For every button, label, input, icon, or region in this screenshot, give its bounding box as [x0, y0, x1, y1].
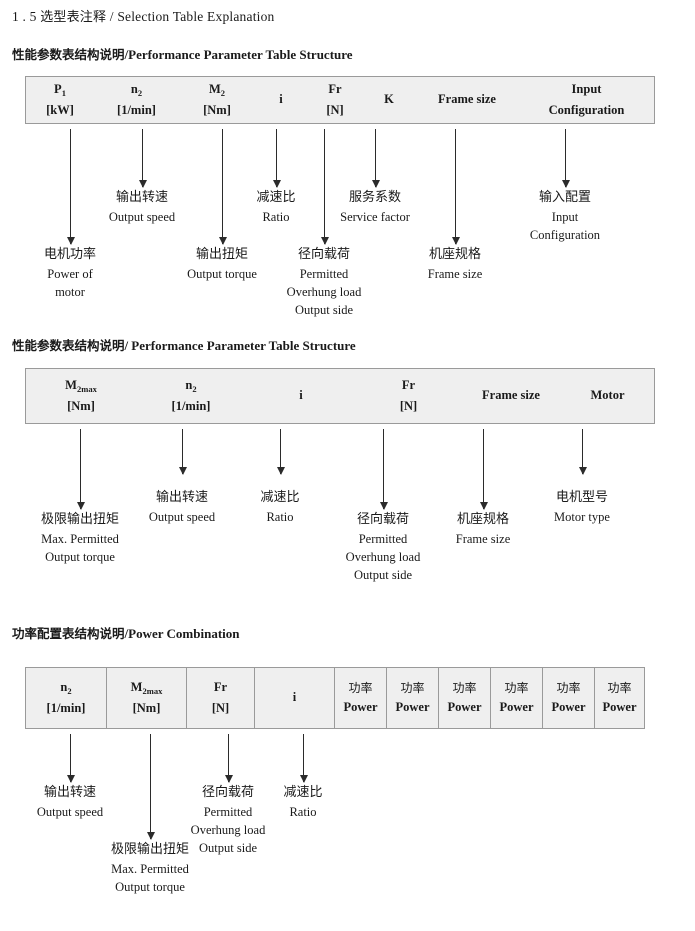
table1-col-i: i [279, 92, 283, 107]
arrow-table2-frame-size [483, 429, 484, 509]
page-title-cn: 选型表注释 [40, 10, 107, 25]
table3-col-power-3: 功率 Power [438, 668, 490, 728]
label-table2-frame-size: 机座规格 Frame size [455, 512, 511, 546]
label-table3-max-output-torque: 极限输出扭矩 Max. Permitted Output torque [110, 842, 190, 894]
section1-heading: 性能参数表结构说明/Performance Parameter Table St… [12, 44, 353, 63]
arrow-table3-output-speed [70, 734, 71, 782]
table3-col-power-2: 功率 Power [386, 668, 438, 728]
table2-col-fr: Fr [N] [399, 378, 418, 413]
arrow-table2-motor-type [582, 429, 583, 474]
table3-col-i: i [254, 668, 334, 728]
label-table2-output-speed: 输出转速 Output speed [148, 490, 216, 524]
label-table2-overhung-load: 径向载荷 Permitted Overhung load Output side [345, 512, 421, 583]
arrow-table1-power-of-motor [70, 129, 71, 244]
arrow-table2-max-output-torque [80, 429, 81, 509]
section2-heading-cn: 性能参数表结构说明 [12, 338, 125, 353]
label-table2-motor-type: 电机型号 Motor type [554, 490, 610, 524]
table2-col-n2: n2 [1/min] [171, 378, 211, 413]
arrow-table1-service-factor [375, 129, 376, 187]
table1-col-p1: P1 [kW] [46, 82, 74, 117]
performance-parameter-table-2: M2max [Nm] n2 [1/min] i Fr [N] Frame siz… [25, 368, 655, 424]
table1-col-input-configuration: Input Configuration [548, 82, 625, 117]
table2-col-motor: Motor [590, 388, 625, 403]
table1-col-frame-size: Frame size [438, 92, 496, 107]
table1-col-m2: M2 [Nm] [203, 82, 231, 117]
section3-heading-cn: 功率配置表结构说明 [12, 626, 125, 641]
table3-col-fr: Fr [N] [186, 668, 254, 728]
table2-col-frame-size: Frame size [482, 388, 540, 403]
label-table3-ratio: 减速比 Ratio [283, 785, 323, 819]
arrow-table1-ratio [276, 129, 277, 187]
section2-heading-en: Performance Parameter Table Structure [131, 338, 356, 353]
table3-col-power-1: 功率 Power [334, 668, 386, 728]
section1-heading-en: Performance Parameter Table Structure [128, 47, 353, 62]
arrow-table3-ratio [303, 734, 304, 782]
arrow-table2-output-speed [182, 429, 183, 474]
label-table1-output-speed: 输出转速 Output speed [108, 190, 176, 224]
table1-col-fr: Fr [N] [326, 82, 344, 117]
section1-heading-sep: / [124, 47, 129, 62]
table2-col-m2max: M2max [Nm] [65, 378, 97, 413]
arrow-table3-max-output-torque [150, 734, 151, 839]
page-title-sep: / [109, 9, 114, 24]
arrow-table2-overhung-load [383, 429, 384, 509]
table1-col-n2: n2 [1/min] [117, 82, 156, 117]
label-table2-ratio: 减速比 Ratio [260, 490, 300, 524]
page-title-en: Selection Table Explanation [117, 9, 275, 24]
table3-col-n2: n2 [1/min] [46, 680, 86, 715]
label-table1-power-of-motor: 电机功率 Power of motor [43, 247, 97, 299]
table1-col-k: K [384, 92, 394, 107]
label-table1-frame-size: 机座规格 Frame size [427, 247, 483, 281]
arrow-table1-input-config [565, 129, 566, 187]
table3-col-power-6: 功率 Power [594, 668, 644, 728]
section2-heading: 性能参数表结构说明/ Performance Parameter Table S… [12, 335, 356, 354]
table2-col-i: i [299, 388, 303, 403]
label-table1-overhung-load: 径向载荷 Permitted Overhung load Output side [286, 247, 362, 318]
label-table1-input-configuration: 输入配置 Input Configuration [529, 190, 601, 242]
section3-heading: 功率配置表结构说明/Power Combination [12, 623, 240, 642]
label-table2-max-output-torque: 极限输出扭矩 Max. Permitted Output torque [40, 512, 120, 564]
section2-heading-sep: / [124, 338, 129, 353]
section3-heading-en: Power Combination [128, 626, 240, 641]
label-table1-ratio: 减速比 Ratio [256, 190, 296, 224]
table3-col-power-4: 功率 Power [490, 668, 542, 728]
table3-col-power-5: 功率 Power [542, 668, 594, 728]
table3-col-m2max: M2max [Nm] [106, 668, 186, 728]
label-table3-overhung-load: 径向载荷 Permitted Overhung load Output side [190, 785, 266, 856]
section3-heading-sep: / [124, 626, 129, 641]
arrow-table1-frame-size [455, 129, 456, 244]
page-title-number: 1 . 5 [12, 9, 37, 24]
arrow-table2-ratio [280, 429, 281, 474]
performance-parameter-table-1: P1 [kW] n2 [1/min] M2 [Nm] i Fr [N] K Fr… [25, 76, 655, 124]
label-table3-output-speed: 输出转速 Output speed [36, 785, 104, 819]
arrow-table3-overhung-load [228, 734, 229, 782]
arrow-table1-output-torque [222, 129, 223, 244]
arrow-table1-overhung-load [324, 129, 325, 244]
label-table1-output-torque: 输出扭矩 Output torque [187, 247, 257, 281]
section1-heading-cn: 性能参数表结构说明 [12, 47, 125, 62]
page-title: 1 . 5 选型表注释 / Selection Table Explanatio… [12, 6, 275, 25]
power-combination-table: n2 [1/min] M2max [Nm] Fr [N] i 功率 Power … [25, 667, 645, 729]
label-table1-service-factor: 服务系数 Service factor [340, 190, 410, 224]
arrow-table1-output-speed [142, 129, 143, 187]
